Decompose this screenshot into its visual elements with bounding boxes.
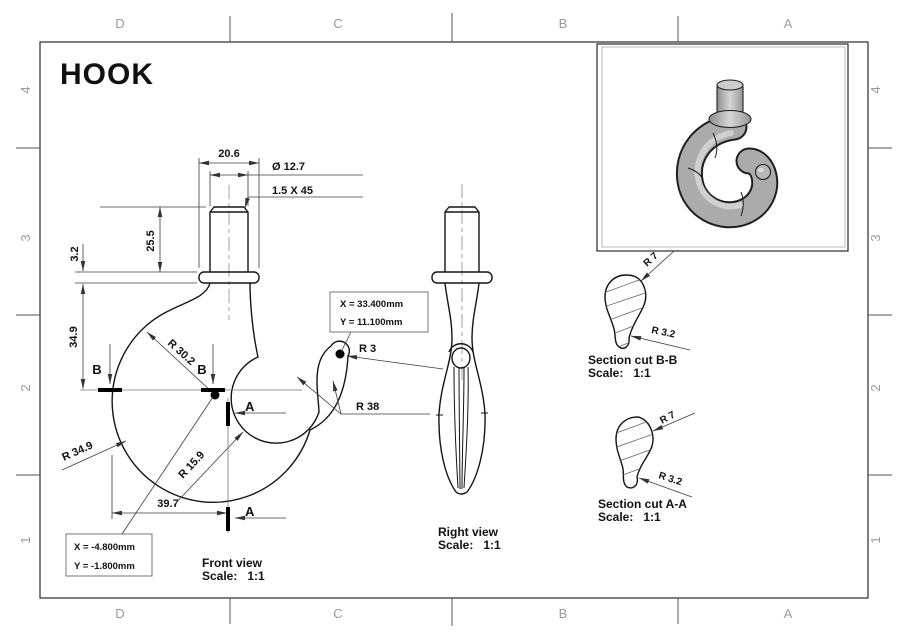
zone-left-4: 4 — [18, 86, 33, 93]
zone-bottom-a: A — [784, 606, 793, 621]
zone-left-2: 2 — [18, 384, 33, 391]
iso-hook-model — [675, 79, 779, 229]
front-section-marks: B B A A — [80, 344, 302, 533]
right-tip-ellipse — [451, 347, 471, 369]
right-throat-arch — [448, 343, 474, 353]
zone-right-4: 4 — [868, 86, 883, 93]
dim-collar-thickness: 3.2 — [69, 246, 81, 261]
dim-base-width: 39.7 — [157, 498, 178, 510]
zone-left-1: 1 — [18, 536, 33, 543]
callout-center-y: Y = -1.800mm — [74, 561, 135, 572]
dim-shank-height: 25.5 — [145, 230, 157, 251]
callout-center-x: X = -4.800mm — [74, 542, 135, 553]
right-profile-left — [438, 282, 457, 493]
iso-hook-tip — [754, 163, 772, 181]
zone-top-a: A — [784, 16, 793, 31]
section-mark-a2: A — [245, 504, 255, 519]
callout-center-box — [65, 533, 153, 577]
right-collar — [431, 271, 493, 284]
zone-bottom-d: D — [115, 606, 124, 621]
front-view-scale: Scale:1:1 — [202, 569, 265, 583]
dim-left-height: 34.9 — [68, 326, 80, 347]
front-tip-point — [335, 349, 345, 359]
zone-top-b: B — [559, 16, 568, 31]
section-cut-a: R 7 R 3.2 Section cut A-A Scale:1:1 — [598, 409, 696, 524]
right-contour-lines — [436, 366, 488, 490]
dim-diameter: Ø 12.7 — [272, 161, 305, 173]
section-b-outline — [604, 274, 647, 349]
right-view-label: Right view — [438, 525, 499, 539]
zone-right-3: 3 — [868, 234, 883, 241]
right-profile-right — [466, 282, 486, 493]
callout-tip: X = 33.400mm Y = 11.100mm — [329, 291, 429, 353]
front-view-label: Front view — [202, 556, 263, 570]
dim-r-tip: R 3 — [359, 343, 376, 355]
zone-right-1: 1 — [868, 536, 883, 543]
zone-top-d: D — [115, 16, 124, 31]
section-a-outline — [615, 416, 654, 489]
section-mark-a1: A — [245, 399, 255, 414]
right-view: Right view Scale:1:1 — [431, 184, 501, 552]
callout-tip-x: X = 33.400mm — [340, 299, 403, 310]
zone-bottom-b: B — [559, 606, 568, 621]
iso-view — [596, 43, 849, 252]
section-mark-b1: B — [92, 362, 101, 377]
dim-r-back: R 38 — [356, 401, 379, 413]
callout-tip-y: Y = 11.100mm — [340, 317, 402, 328]
iso-hook-collar — [708, 109, 752, 129]
zone-left-3: 3 — [18, 234, 33, 241]
section-b-r-tip: R 3.2 — [650, 325, 676, 340]
right-shank — [444, 206, 480, 272]
right-view-scale: Scale:1:1 — [438, 538, 501, 552]
dim-chamfer: 1.5 X 45 — [272, 185, 313, 197]
dim-top-width: 20.6 — [218, 148, 239, 160]
section-b-scale: Scale:1:1 — [588, 366, 651, 380]
section-a-label: Section cut A-A — [598, 497, 687, 511]
zone-top-c: C — [333, 16, 342, 31]
front-collar — [198, 271, 260, 284]
front-shank — [209, 206, 249, 272]
section-a-scale: Scale:1:1 — [598, 510, 661, 524]
zone-right-2: 2 — [868, 384, 883, 391]
section-b-label: Section cut B-B — [588, 353, 678, 367]
drawing-title: HOOK — [60, 58, 154, 91]
section-mark-b2: B — [197, 362, 206, 377]
zone-bottom-c: C — [333, 606, 342, 621]
callout-center: X = -4.800mm Y = -1.800mm — [65, 396, 214, 577]
section-cut-b: R 7 R 3.2 Section cut B-B Scale:1:1 — [588, 250, 691, 380]
callout-tip-box — [329, 291, 429, 333]
